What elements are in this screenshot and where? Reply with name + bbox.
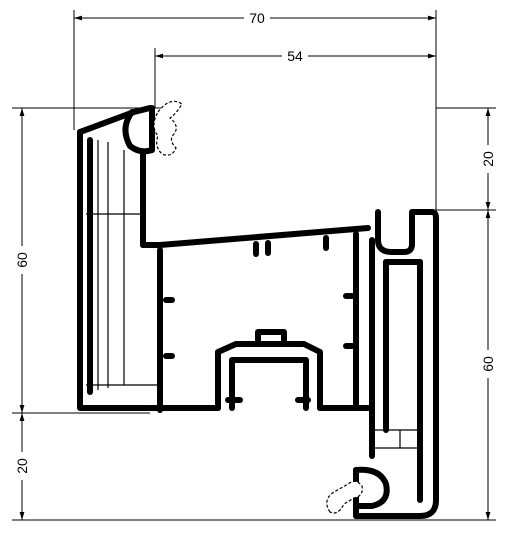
dimension-label-70: 70 (249, 10, 265, 26)
dimension-top-inner: 54 (155, 48, 436, 64)
dimension-label-left-20: 20 (14, 458, 30, 474)
frame-profile (353, 209, 439, 519)
dimension-label-right-20: 20 (480, 151, 496, 167)
dimension-label-left-60: 60 (14, 252, 30, 268)
extension-lines (12, 10, 496, 521)
dimension-left-bottom: 20 (14, 413, 30, 520)
gaskets (153, 100, 363, 514)
sash-profile (77, 105, 375, 413)
dimension-left-height: 60 (14, 108, 30, 413)
dimension-label-54: 54 (287, 48, 303, 64)
dimension-label-right-60: 60 (480, 356, 496, 372)
dimension-right-top: 20 (480, 108, 496, 210)
dimension-right-height: 60 (480, 210, 496, 520)
dimension-top-overall: 70 (74, 10, 436, 26)
